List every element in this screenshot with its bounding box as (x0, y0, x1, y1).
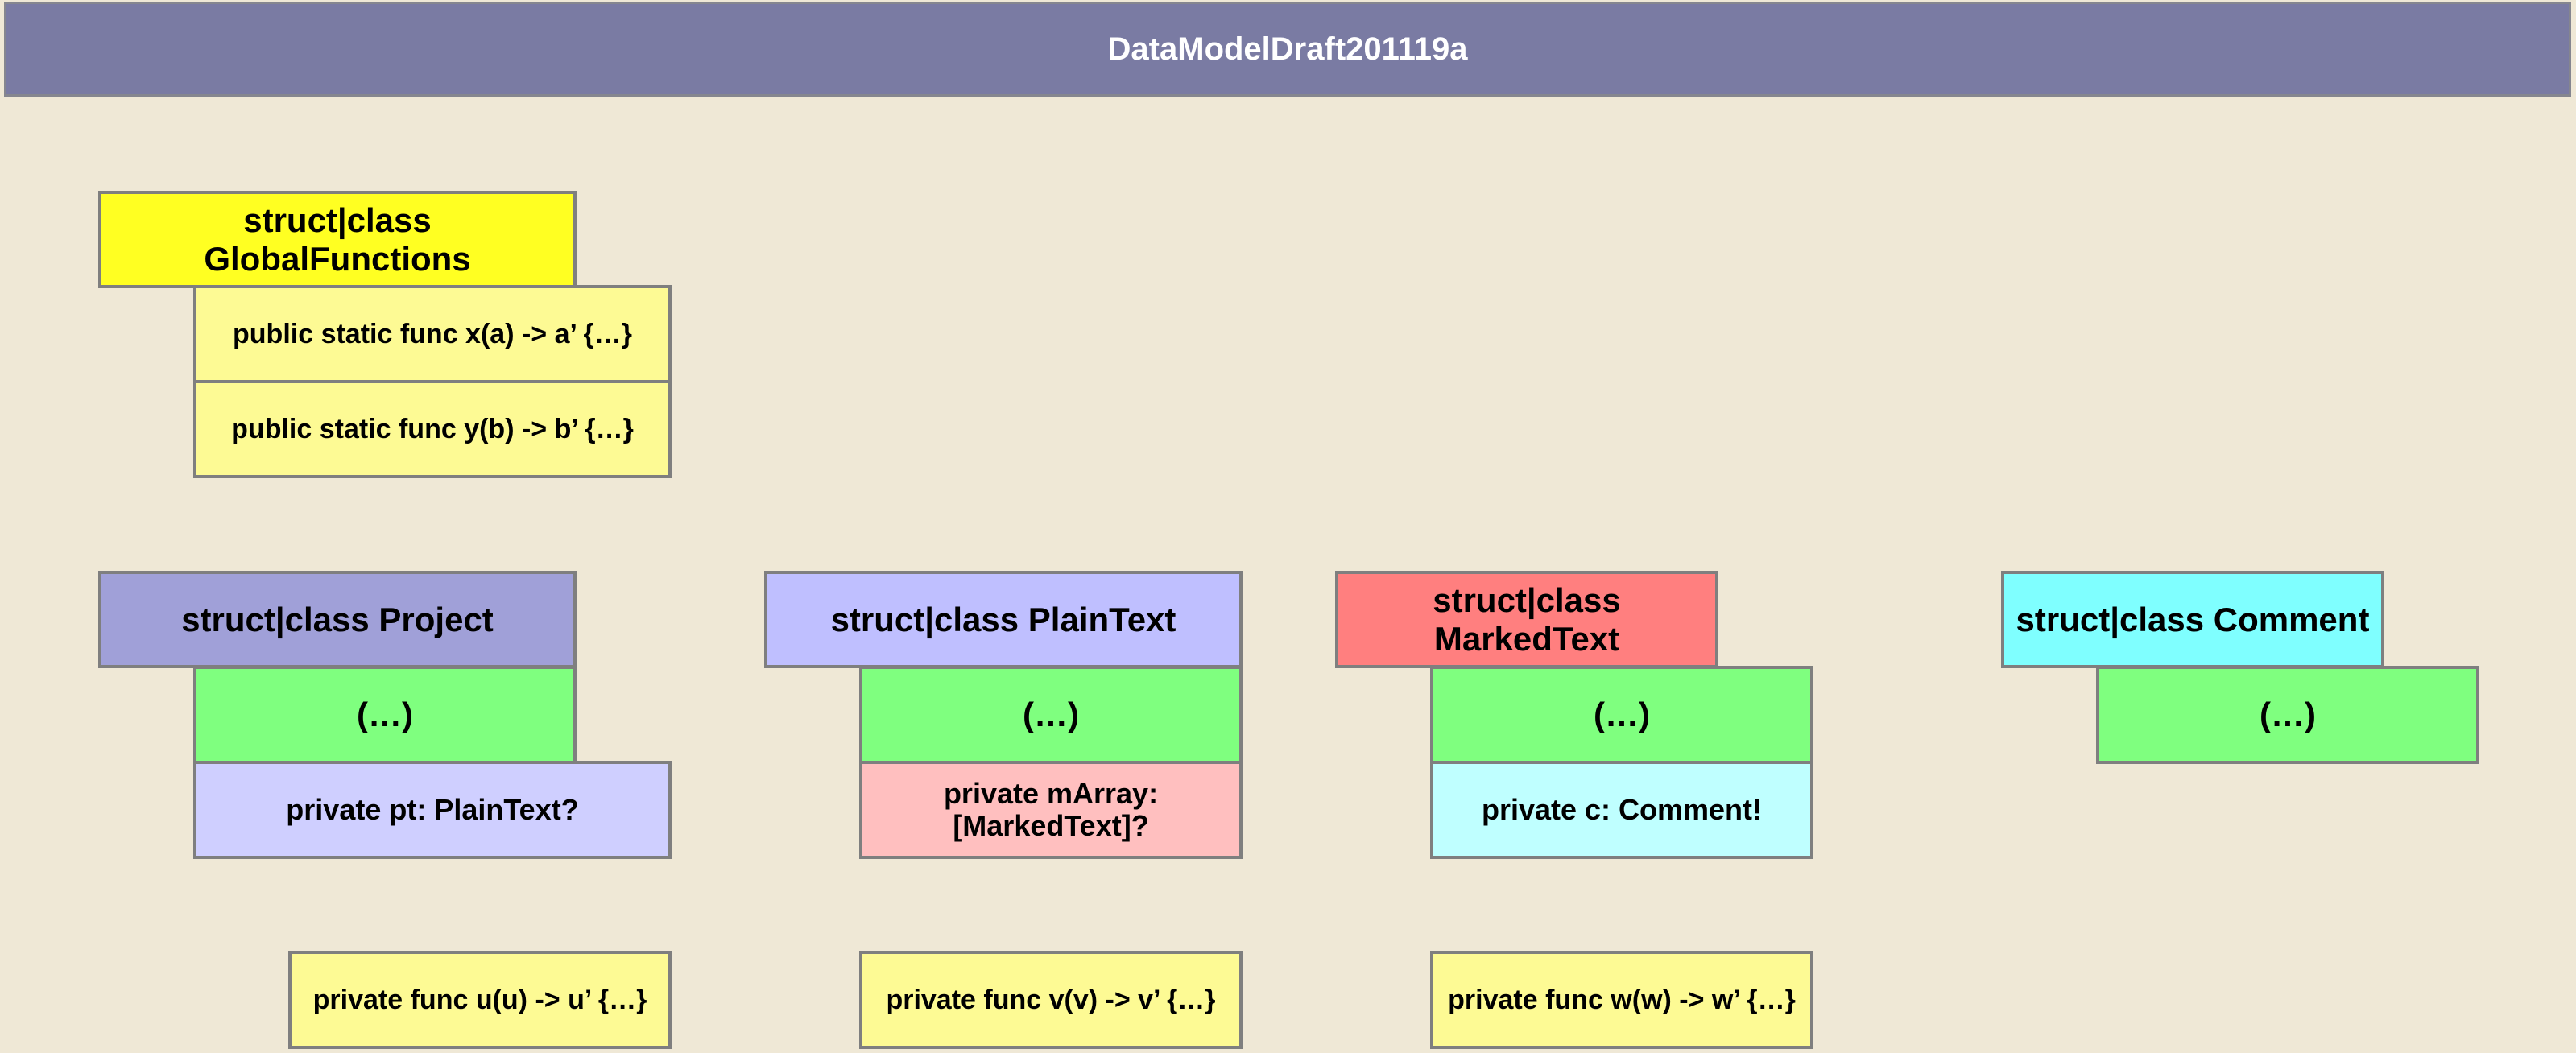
markedtext-method-w: private func w(w) -> w’ {…} (1430, 951, 1813, 1049)
project-member-pt: private pt: PlainText? (193, 761, 672, 859)
comment-fields: (…) (2096, 666, 2479, 764)
project-header: struct|class Project (98, 571, 577, 668)
global-function-y: public static func y(b) -> b’ {…} (193, 380, 672, 478)
project-fields: (…) (193, 666, 577, 764)
markedtext-member-c: private c: Comment! (1430, 761, 1813, 859)
plaintext-member-marray: private mArray: [MarkedText]? (859, 761, 1243, 859)
project-method-u: private func u(u) -> u’ {…} (288, 951, 672, 1049)
plaintext-method-v: private func v(v) -> v’ {…} (859, 951, 1243, 1049)
markedtext-header: struct|class MarkedText (1335, 571, 1718, 668)
diagram-title: DataModelDraft201119a (4, 2, 2571, 97)
global-functions-header: struct|class GlobalFunctions (98, 191, 577, 288)
comment-header: struct|class Comment (2001, 571, 2384, 668)
global-function-x: public static func x(a) -> a’ {…} (193, 285, 672, 383)
plaintext-header: struct|class PlainText (764, 571, 1243, 668)
plaintext-fields: (…) (859, 666, 1243, 764)
markedtext-fields: (…) (1430, 666, 1813, 764)
